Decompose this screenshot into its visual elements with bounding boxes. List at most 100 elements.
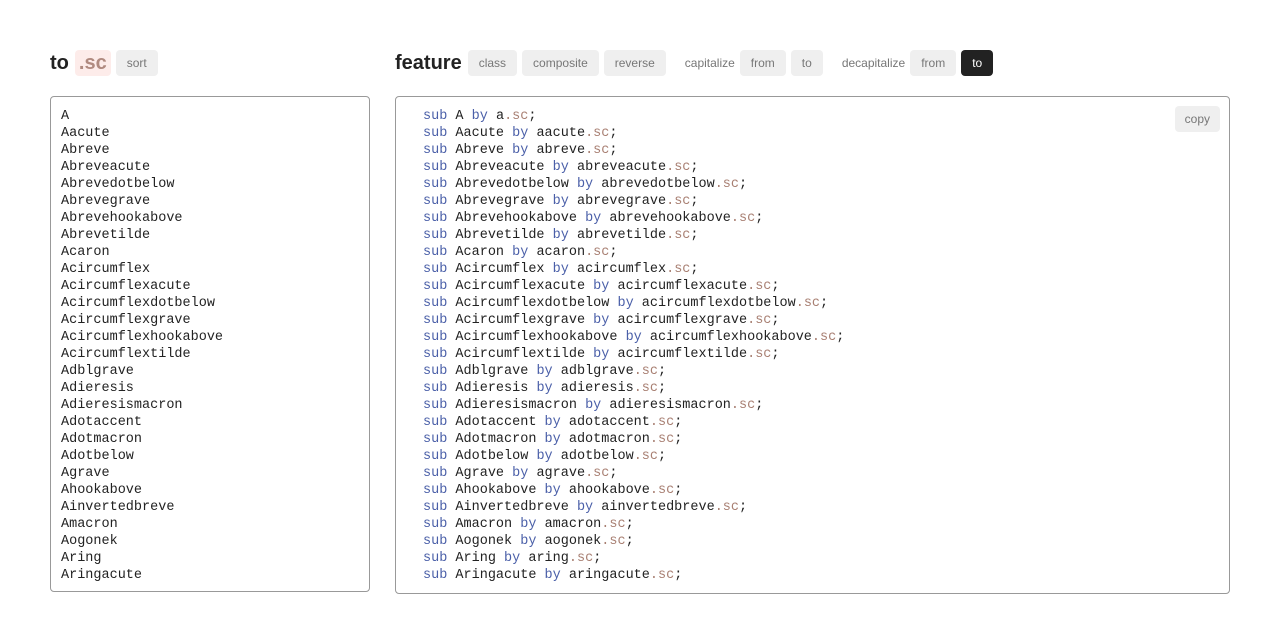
glyph-line: Agrave	[61, 466, 110, 481]
keyword-sub: sub	[423, 415, 448, 430]
keyword-by: by	[576, 500, 594, 515]
feature-line: sub Amacron by amacron.sc;	[423, 517, 634, 532]
feature-line: sub Adotmacron by adotmacron.sc;	[423, 432, 683, 447]
source-glyph: Abrevehookabove	[455, 211, 577, 226]
target-suffix: .sc	[649, 483, 675, 498]
target-suffix: .sc	[649, 432, 675, 447]
keyword-sub: sub	[423, 483, 448, 498]
class-button[interactable]: class	[467, 50, 518, 76]
capitalize-from-button[interactable]: from	[739, 50, 786, 76]
target-suffix: .sc	[666, 228, 691, 243]
feature-line: sub Adblgrave by adblgrave.sc;	[423, 364, 667, 379]
glyph-line: Aacute	[61, 126, 110, 141]
feature-line: sub Aacute by aacute.sc;	[423, 126, 618, 141]
copy-button[interactable]: copy	[1174, 106, 1220, 132]
decapitalize-from-button[interactable]: from	[910, 50, 957, 76]
keyword-by: by	[552, 194, 569, 209]
keyword-sub: sub	[423, 330, 448, 345]
target-suffix: .sc	[666, 194, 691, 209]
keyword-sub: sub	[423, 262, 448, 277]
source-glyph: Acircumflexdotbelow	[455, 296, 610, 311]
keyword-sub: sub	[423, 313, 448, 328]
sort-button[interactable]: sort	[115, 50, 158, 76]
target-glyph: adieresis	[560, 381, 634, 396]
target-suffix: .sc	[747, 279, 772, 294]
composite-button[interactable]: composite	[522, 50, 599, 76]
source-glyph: Acircumflexgrave	[455, 313, 586, 328]
feature-line: sub Adieresismacron by adieresismacron.s…	[423, 398, 764, 413]
target-glyph: abrevedotbelow	[601, 177, 715, 192]
target-suffix: .sc	[585, 466, 610, 481]
keyword-by: by	[552, 228, 569, 243]
keyword-by: by	[544, 432, 561, 447]
decapitalize-to-button[interactable]: to	[961, 50, 994, 76]
glyph-line: Aringacute	[61, 568, 143, 583]
feature-line: sub Acircumflexgrave by acircumflexgrave…	[423, 313, 780, 328]
keyword-sub: sub	[423, 449, 448, 464]
target-suffix: .sc	[714, 177, 739, 192]
target-glyph: abrevehookabove	[609, 211, 731, 226]
glyph-line: Adieresis	[61, 381, 134, 396]
target-glyph: amacron	[544, 517, 602, 532]
feature-line: sub Ainvertedbreve by ainvertedbreve.sc;	[423, 500, 748, 515]
keyword-by: by	[536, 364, 553, 379]
feature-line: sub Acircumflexhookabove by acircumflexh…	[423, 330, 845, 345]
source-glyph: Acircumflexhookabove	[455, 330, 618, 345]
source-glyph: Aogonek	[455, 534, 513, 549]
reverse-button[interactable]: reverse	[603, 50, 666, 76]
source-glyph: Aring	[455, 551, 496, 566]
target-suffix: .sc	[649, 568, 675, 583]
feature-line: sub Acircumflexdotbelow by acircumflexdo…	[423, 296, 829, 311]
glyph-line: Acircumflexhookabove	[61, 330, 224, 345]
glyph-line: Amacron	[61, 517, 118, 532]
suffix-field[interactable]: .sc	[74, 50, 111, 76]
glyph-line: Abrevedotbelow	[61, 177, 175, 192]
feature-line: sub Acaron by acaron.sc;	[423, 245, 618, 260]
keyword-by: by	[544, 415, 561, 430]
keyword-sub: sub	[423, 517, 448, 532]
feature-line: sub Abrevetilde by abrevetilde.sc;	[423, 228, 699, 243]
target-suffix: .sc	[633, 364, 658, 379]
source-glyph: Acircumflextilde	[455, 347, 586, 362]
target-glyph: acircumflextilde	[617, 347, 748, 362]
keyword-sub: sub	[423, 177, 448, 192]
keyword-sub: sub	[423, 500, 448, 515]
capitalize-to-button[interactable]: to	[790, 50, 823, 76]
glyph-line: Adotaccent	[61, 415, 143, 430]
feature-line: sub Abrevegrave by abrevegrave.sc;	[423, 194, 699, 209]
target-glyph: adotmacron	[568, 432, 650, 447]
keyword-sub: sub	[423, 279, 448, 294]
keyword-sub: sub	[423, 381, 448, 396]
keyword-sub: sub	[423, 347, 448, 362]
keyword-by: by	[544, 568, 561, 583]
keyword-by: by	[593, 279, 610, 294]
glyph-line: A	[61, 109, 70, 124]
glyph-line: Ahookabove	[61, 483, 143, 498]
left-title: to	[50, 51, 69, 74]
feature-code: sub A by a.sc; sub Aacute by aacute.sc; su…	[396, 97, 1229, 595]
source-glyph: Adotbelow	[455, 449, 529, 464]
target-suffix: .sc	[585, 126, 610, 141]
keyword-by: by	[593, 347, 610, 362]
source-glyph: Aringacute	[455, 568, 537, 583]
keyword-by: by	[512, 245, 529, 260]
keyword-by: by	[512, 466, 529, 481]
glyph-line: Acircumflexacute	[61, 279, 191, 294]
glyph-line: Acircumflextilde	[61, 347, 191, 362]
target-glyph: adotbelow	[560, 449, 634, 464]
feature-line: sub Aringacute by aringacute.sc;	[423, 568, 683, 583]
keyword-by: by	[552, 160, 569, 175]
target-suffix: .sc	[730, 398, 756, 413]
target-glyph: aacute	[536, 126, 586, 141]
source-glyph: Adieresismacron	[455, 398, 577, 413]
source-glyph: Adieresis	[455, 381, 529, 396]
keyword-sub: sub	[423, 364, 448, 379]
glyph-line: Acircumflexgrave	[61, 313, 191, 328]
keyword-by: by	[585, 398, 602, 413]
keyword-by: by	[544, 483, 561, 498]
feature-line: sub A by a.sc;	[423, 109, 537, 124]
keyword-by: by	[520, 534, 537, 549]
target-suffix: .sc	[747, 313, 772, 328]
glyph-line: Abreve	[61, 143, 110, 158]
